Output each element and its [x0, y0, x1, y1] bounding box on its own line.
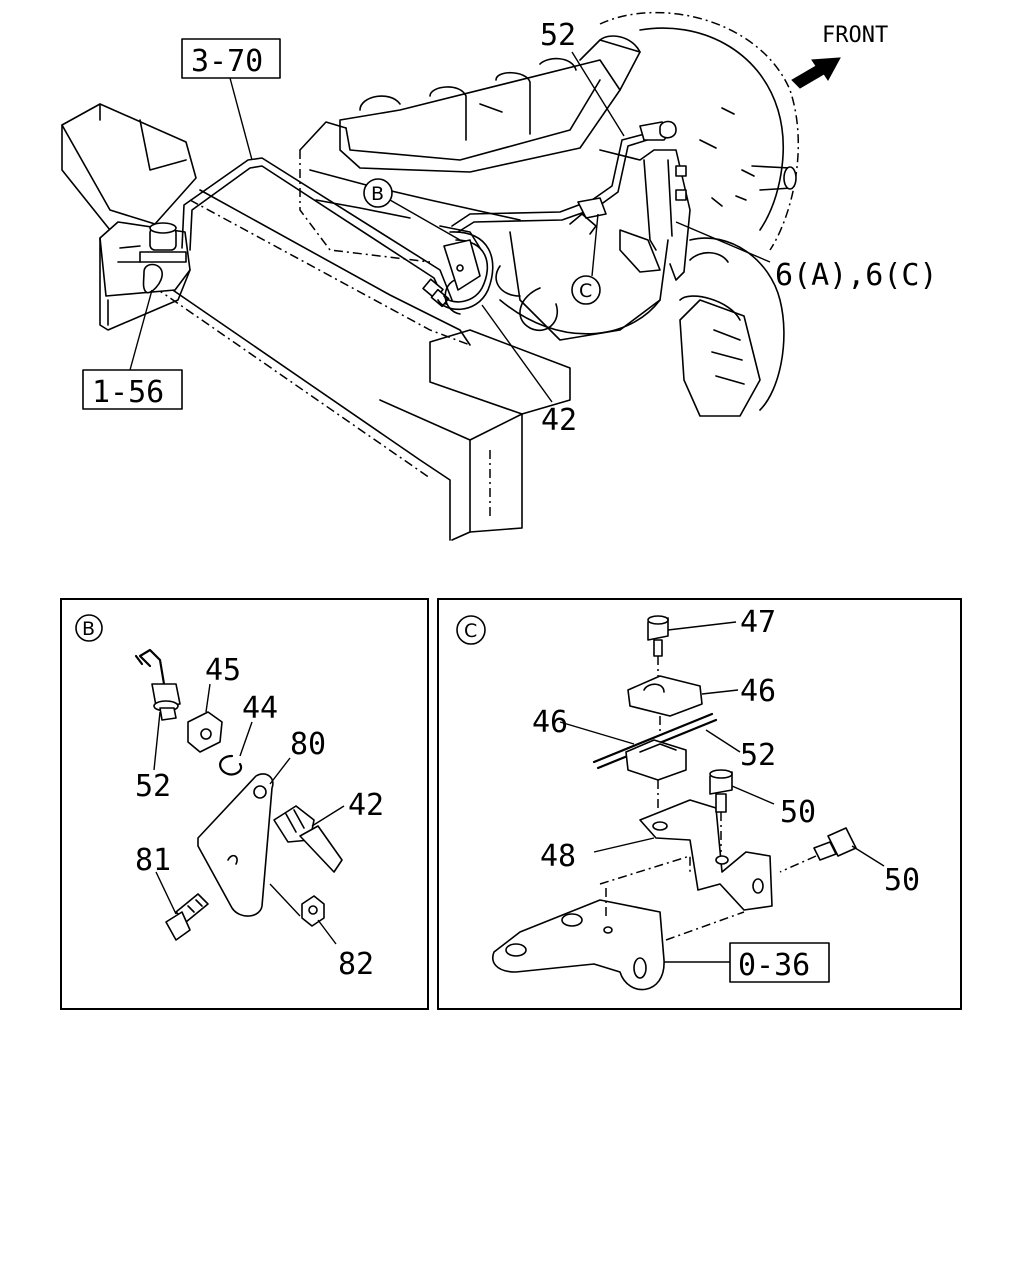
brake-pipe-3-70	[181, 157, 453, 308]
main-view: B C 3-70 1-56 52 6(A),6(C) 42	[61, 11, 938, 541]
ref-0-36: 0-36	[738, 948, 810, 983]
front-arrow-icon	[791, 57, 841, 89]
label-c-46-lower: 46	[532, 705, 568, 740]
brake-pipe-52	[437, 120, 677, 311]
label-b-52: 52	[135, 769, 171, 804]
label-b-81: 81	[135, 843, 171, 878]
label-b-80: 80	[290, 727, 326, 762]
front-label: FRONT	[822, 23, 888, 48]
marker-b-text: B	[371, 183, 384, 205]
detail-b-panel: B 45 44	[60, 598, 429, 1010]
label-c-52: 52	[740, 738, 776, 773]
callout-1-56: 1-56	[82, 289, 183, 410]
front-indicator: FRONT	[791, 23, 888, 89]
callout-6ac: 6(A),6(C)	[675, 221, 938, 293]
label-c-50-upper: 50	[780, 795, 816, 830]
marker-c: C	[571, 213, 601, 305]
callout-3-70: 3-70	[181, 38, 281, 161]
label-b-42: 42	[348, 788, 384, 823]
label-6ac: 6(A),6(C)	[775, 258, 938, 293]
callout-42-main: 42	[481, 304, 577, 438]
label-c-47: 47	[740, 605, 776, 640]
marker-b: B	[363, 178, 461, 241]
label-b-45: 45	[205, 653, 241, 688]
engine-block	[299, 11, 800, 417]
frame-rail	[61, 103, 571, 541]
label-b-82: 82	[338, 947, 374, 982]
label-c-48: 48	[540, 839, 576, 874]
frame-bracket	[99, 221, 191, 331]
detail-c-panel: C	[437, 598, 962, 1010]
label-52-top: 52	[540, 18, 576, 53]
label-42-main: 42	[541, 403, 577, 438]
callout-52-top: 52	[540, 18, 625, 137]
detail-c-marker: C	[464, 620, 477, 642]
label-c-50-right: 50	[884, 863, 920, 898]
ref-3-70: 3-70	[191, 44, 263, 79]
ref-1-56: 1-56	[92, 375, 164, 410]
marker-c-text: C	[579, 280, 592, 302]
label-c-46-upper: 46	[740, 674, 776, 709]
detail-b-marker: B	[82, 618, 95, 640]
label-b-44: 44	[242, 691, 278, 726]
